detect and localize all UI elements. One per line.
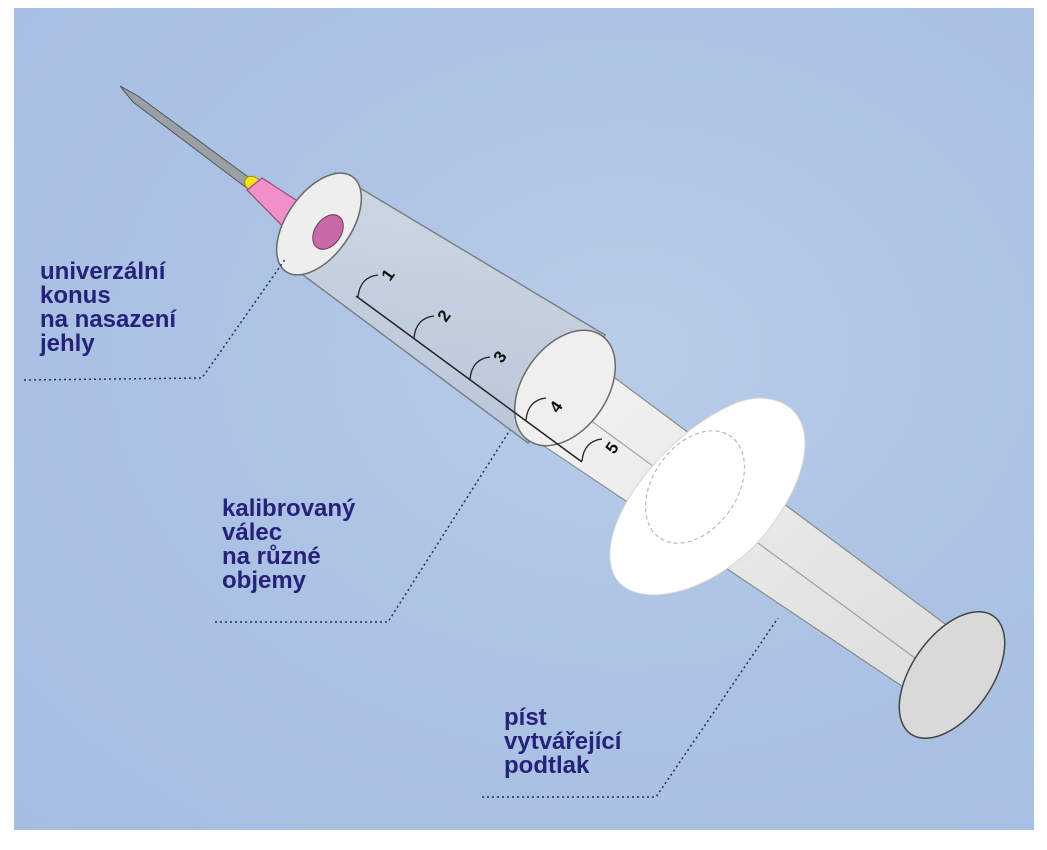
- label-line: válec: [222, 521, 355, 545]
- label-plunger: píst vytvářející podtlak: [504, 706, 621, 778]
- label-line: píst: [504, 706, 621, 730]
- label-line: kalibrovaný: [222, 497, 355, 521]
- label-line: na různé: [222, 545, 355, 569]
- label-line: univerzální: [40, 260, 176, 284]
- label-line: na nasazení: [40, 308, 176, 332]
- label-universal-cone: univerzální konus na nasazení jehly: [40, 260, 176, 356]
- label-line: jehly: [40, 332, 176, 356]
- label-line: vytvářející: [504, 730, 621, 754]
- label-line: podtlak: [504, 754, 621, 778]
- needle-shaft: [120, 86, 255, 189]
- label-line: objemy: [222, 569, 355, 593]
- label-calibrated-barrel: kalibrovaný válec na různé objemy: [222, 497, 355, 593]
- label-line: konus: [40, 284, 176, 308]
